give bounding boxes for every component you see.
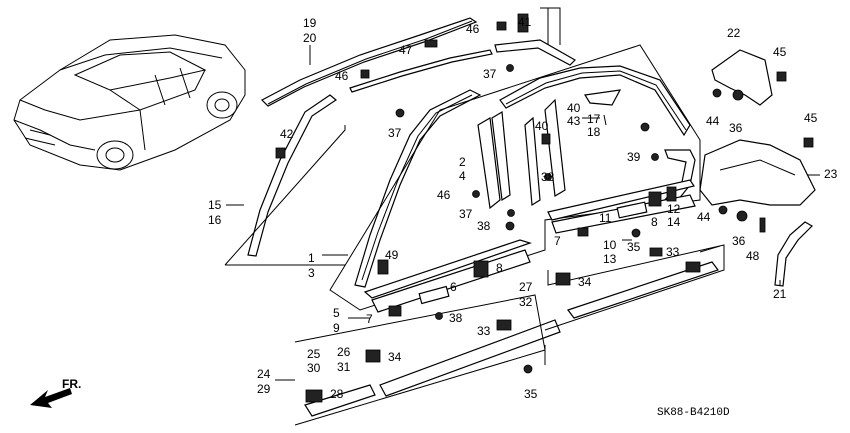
drip-molding-front (247, 94, 338, 257)
callout-numbers: 19 20 46 41 47 46 37 22 45 42 37 40 43 4… (208, 15, 838, 401)
callout: 33 (477, 324, 491, 338)
callout: 5 (333, 306, 340, 320)
callout: 37 (483, 67, 497, 81)
rear-pillar-garnish (524, 98, 566, 207)
callout: 27 (519, 280, 533, 294)
callout: 44 (697, 210, 711, 224)
callout: 22 (727, 26, 741, 40)
callout: 1 (308, 251, 315, 265)
callout: 37 (388, 126, 402, 140)
callout: 10 (603, 238, 617, 252)
sill-end-piece (304, 384, 376, 417)
callout: 7 (366, 312, 373, 326)
front-door-molding (363, 239, 532, 313)
roof-drip-strip (349, 49, 493, 93)
callout: 43 (567, 114, 581, 128)
callout: 25 (307, 347, 321, 361)
callout: 18 (587, 125, 601, 139)
callout: 20 (303, 31, 317, 45)
clip-37a (506, 64, 514, 72)
callout: 46 (335, 69, 349, 83)
callout: 17 (587, 112, 601, 126)
callout: 7 (554, 234, 561, 248)
callout: 12 (667, 202, 681, 216)
callout: 3 (308, 266, 315, 280)
side-sill-molding-rear (567, 261, 719, 319)
front-direction-arrow: FR. (30, 377, 81, 408)
callout: 13 (603, 252, 617, 266)
callout: 28 (330, 387, 344, 401)
callout: 40 (567, 101, 581, 115)
car-illustration (13, 34, 246, 171)
callout: 31 (337, 360, 351, 374)
wheel-arch-molding (774, 221, 813, 287)
callout: 44 (706, 114, 720, 128)
callout: 15 (208, 198, 222, 212)
callout: 14 (667, 215, 681, 229)
fastener-group (305, 71, 814, 403)
clip-47 (424, 39, 438, 48)
callout: 33 (666, 245, 680, 259)
callout: 34 (388, 350, 402, 364)
callout: 36 (729, 121, 743, 135)
center-pillar-garnish (477, 110, 511, 210)
callout: 23 (824, 167, 838, 181)
callout: 11 (599, 211, 612, 225)
callout: 35 (627, 240, 641, 254)
callout: 24 (257, 367, 271, 381)
callout: 42 (280, 127, 294, 141)
front-splash-shield (711, 49, 773, 106)
callout: 35 (524, 387, 538, 401)
callout: 45 (773, 45, 787, 59)
side-sill-molding-front (379, 319, 561, 397)
door-handle-front (418, 285, 450, 305)
callout: 47 (399, 43, 413, 57)
callout: 41 (518, 15, 532, 29)
callout: 49 (385, 248, 399, 262)
direction-label: FR. (62, 377, 81, 391)
callout: 38 (541, 170, 555, 184)
callout: 16 (208, 213, 222, 227)
door-handle-rear (616, 201, 648, 219)
callout: 37 (459, 207, 473, 221)
clip-46b (360, 69, 370, 79)
callout: 8 (651, 215, 658, 229)
leader-lines (226, 7, 820, 381)
front-door-sash (354, 89, 482, 288)
roof-molding (260, 17, 478, 107)
callout: 9 (333, 321, 340, 335)
clip-42 (275, 147, 286, 159)
callout: 4 (459, 169, 466, 183)
callout: 32 (519, 295, 533, 309)
callout: 8 (496, 261, 503, 275)
callout: 38 (477, 219, 491, 233)
clip-41 (517, 13, 529, 33)
rear-fender-liner (699, 139, 816, 206)
callout: 6 (450, 280, 457, 294)
callout: 39 (627, 150, 641, 164)
rear-door-sash (499, 65, 691, 137)
callout: 45 (804, 111, 818, 125)
callout: 2 (459, 155, 466, 169)
callout: 19 (303, 16, 317, 30)
callout: 38 (449, 311, 463, 325)
clip-46a (496, 21, 507, 31)
callout: 36 (732, 234, 746, 248)
callout: 48 (746, 249, 760, 263)
callout: 46 (466, 22, 480, 36)
callout: 21 (773, 287, 787, 301)
callout: 29 (257, 382, 271, 396)
diagram-code: SK88-B4210D (657, 407, 730, 419)
callout: 46 (437, 188, 451, 202)
callout: 40 (535, 119, 549, 133)
callout: 26 (337, 345, 351, 359)
callout: 30 (307, 361, 321, 375)
callout: 34 (578, 275, 592, 289)
